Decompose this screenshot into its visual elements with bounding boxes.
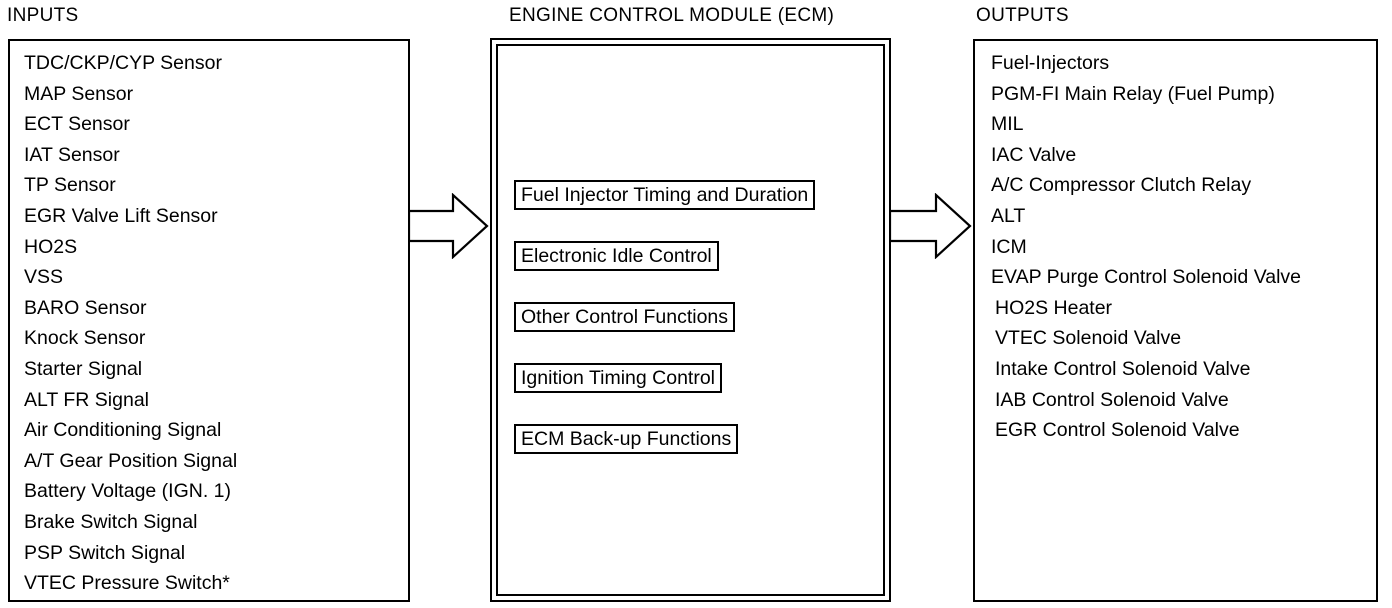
input-item: Brake Switch Signal: [24, 510, 198, 533]
output-item: A/C Compressor Clutch Relay: [991, 174, 1252, 197]
output-item: ALT: [991, 204, 1026, 227]
input-item: ALT FR Signal: [24, 388, 149, 411]
input-item: EGR Valve Lift Sensor: [24, 204, 218, 227]
ecm-function-back-up: ECM Back-up Functions: [514, 424, 739, 454]
output-item: HO2S Heater: [995, 296, 1113, 319]
input-item: Battery Voltage (IGN. 1): [24, 480, 232, 503]
outputs-heading: OUTPUTS: [976, 5, 1069, 26]
output-item: Intake Control Solenoid Valve: [995, 357, 1251, 380]
inputs-panel: TDC/CKP/CYP Sensor MAP Sensor ECT Sensor…: [8, 39, 410, 602]
input-item: ECT Sensor: [24, 113, 130, 136]
input-item: IAT Sensor: [24, 143, 120, 166]
output-item: IAC Valve: [991, 143, 1077, 166]
output-item: EVAP Purge Control Solenoid Valve: [991, 266, 1302, 289]
output-item: ICM: [991, 235, 1027, 258]
ecm-function-ignition-timing: Ignition Timing Control: [514, 363, 723, 393]
input-item: Air Conditioning Signal: [24, 419, 222, 442]
ecm-function-fuel-injector-timing: Fuel Injector Timing and Duration: [514, 180, 816, 210]
outputs-list: Fuel-Injectors PGM-FI Main Relay (Fuel P…: [991, 51, 1301, 449]
outputs-panel: Fuel-Injectors PGM-FI Main Relay (Fuel P…: [973, 39, 1378, 602]
input-item: TDC/CKP/CYP Sensor: [24, 52, 222, 74]
input-item: Knock Sensor: [24, 327, 146, 350]
input-item: MAP Sensor: [24, 82, 134, 105]
ecm-heading: ENGINE CONTROL MODULE (ECM): [509, 5, 835, 26]
output-item: EGR Control Solenoid Valve: [995, 419, 1240, 442]
ecm-to-output-arrow: [890, 193, 972, 259]
input-item: BARO Sensor: [24, 296, 147, 319]
input-item: A/T Gear Position Signal: [24, 449, 238, 472]
output-item: VTEC Solenoid Valve: [995, 327, 1182, 350]
ecm-function-electronic-idle-control: Electronic Idle Control: [514, 241, 719, 271]
ecm-function-other-control: Other Control Functions: [514, 302, 736, 332]
input-to-ecm-arrow: [409, 193, 489, 259]
inputs-list: TDC/CKP/CYP Sensor MAP Sensor ECT Sensor…: [24, 51, 237, 602]
input-item: Starter Signal: [24, 357, 143, 380]
output-item: Fuel-Injectors: [991, 52, 1110, 74]
input-item: PSP Switch Signal: [24, 541, 186, 564]
output-item: MIL: [991, 113, 1024, 136]
ecm-inner-frame: Fuel Injector Timing and Duration Electr…: [496, 44, 885, 596]
input-item: VTEC Pressure Switch*: [24, 572, 230, 595]
input-item: TP Sensor: [24, 174, 116, 197]
inputs-heading: INPUTS: [7, 5, 79, 26]
input-item: VSS: [24, 266, 64, 289]
output-item: IAB Control Solenoid Valve: [995, 388, 1229, 411]
ecm-panel: Fuel Injector Timing and Duration Electr…: [490, 38, 891, 602]
output-item: PGM-FI Main Relay (Fuel Pump): [991, 82, 1275, 105]
input-item: HO2S: [24, 235, 78, 258]
